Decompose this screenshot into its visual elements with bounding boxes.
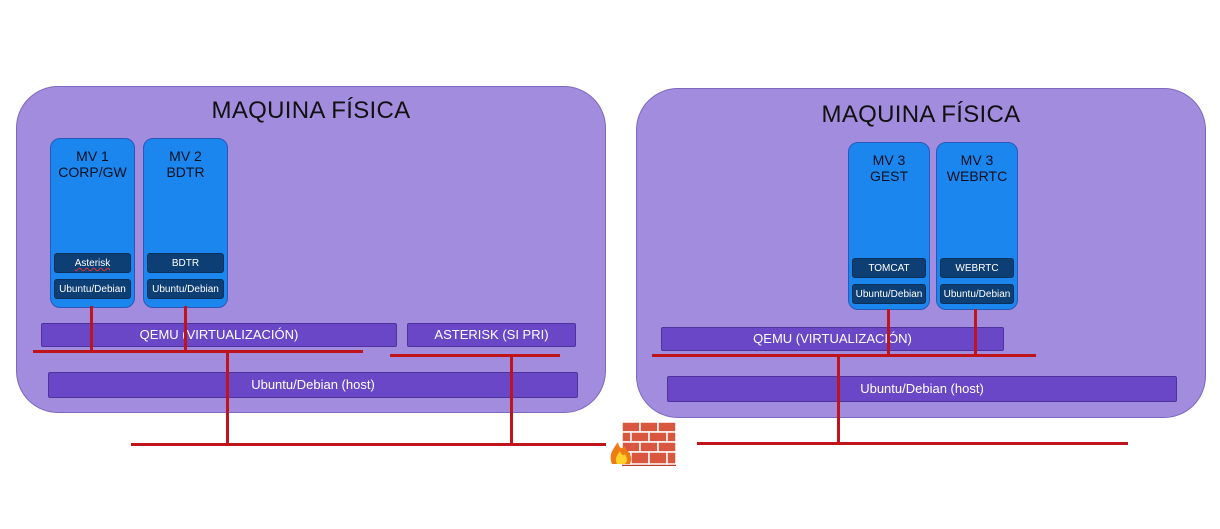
vm-title: MV 3 WEBRTC bbox=[937, 152, 1017, 184]
vm-name: MV 1 bbox=[76, 148, 109, 164]
network-line bbox=[131, 443, 606, 446]
physical-machine-right: MAQUINA FÍSICA MV 3 GEST TOMCAT Ubuntu/D… bbox=[636, 88, 1206, 418]
vm-role: BDTR bbox=[166, 164, 205, 180]
vm-role: GEST bbox=[869, 168, 909, 184]
service-chip-bdtr: BDTR bbox=[147, 253, 224, 273]
network-line bbox=[226, 353, 229, 446]
network-line bbox=[974, 309, 977, 357]
chip-label: Asterisk bbox=[74, 258, 111, 269]
asterisk-pri-bar: ASTERISK (SI PRI) bbox=[407, 323, 576, 347]
vm-title: MV 1 CORP/GW bbox=[51, 148, 134, 180]
network-line bbox=[652, 354, 1036, 357]
vm-name: MV 2 bbox=[169, 148, 202, 164]
vm-webrtc: MV 3 WEBRTC WEBRTC Ubuntu/Debian bbox=[936, 142, 1018, 310]
os-chip: Ubuntu/Debian bbox=[940, 284, 1014, 304]
service-chip-webrtc: WEBRTC bbox=[940, 258, 1014, 278]
network-line bbox=[184, 306, 187, 353]
service-chip-asterisk: Asterisk bbox=[54, 253, 131, 273]
host-os-bar: Ubuntu/Debian (host) bbox=[667, 376, 1177, 402]
network-line bbox=[510, 357, 513, 446]
vm-title: MV 2 BDTR bbox=[144, 148, 227, 180]
os-chip: Ubuntu/Debian bbox=[147, 279, 224, 299]
service-chip-tomcat: TOMCAT bbox=[852, 258, 926, 278]
network-line bbox=[837, 357, 840, 445]
network-line bbox=[90, 306, 93, 353]
qemu-virtualization-bar: QEMU (VIRTUALIZACIÓN) bbox=[41, 323, 397, 347]
os-chip: Ubuntu/Debian bbox=[54, 279, 131, 299]
vm-bdtr: MV 2 BDTR BDTR Ubuntu/Debian bbox=[143, 138, 228, 308]
qemu-virtualization-bar: QEMU (VIRTUALIZACIÓN) bbox=[661, 327, 1004, 351]
network-line bbox=[697, 442, 1128, 445]
vm-role: CORP/GW bbox=[58, 164, 127, 180]
firewall-icon bbox=[608, 420, 678, 468]
machine-title: MAQUINA FÍSICA bbox=[211, 97, 411, 124]
host-os-bar: Ubuntu/Debian (host) bbox=[48, 372, 578, 398]
vm-name: MV 3 bbox=[872, 152, 906, 168]
os-chip: Ubuntu/Debian bbox=[852, 284, 926, 304]
vm-gest: MV 3 GEST TOMCAT Ubuntu/Debian bbox=[848, 142, 930, 310]
vm-role: WEBRTC bbox=[946, 168, 1008, 184]
network-line bbox=[33, 350, 363, 353]
physical-machine-left: MAQUINA FÍSICA MV 1 CORP/GW Asterisk Ubu… bbox=[16, 86, 606, 413]
vm-name: MV 3 bbox=[960, 152, 994, 168]
vm-corp-gw: MV 1 CORP/GW Asterisk Ubuntu/Debian bbox=[50, 138, 135, 308]
vm-title: MV 3 GEST bbox=[849, 152, 929, 184]
machine-title: MAQUINA FÍSICA bbox=[821, 101, 1021, 128]
network-line bbox=[390, 354, 560, 357]
network-line bbox=[887, 309, 890, 357]
